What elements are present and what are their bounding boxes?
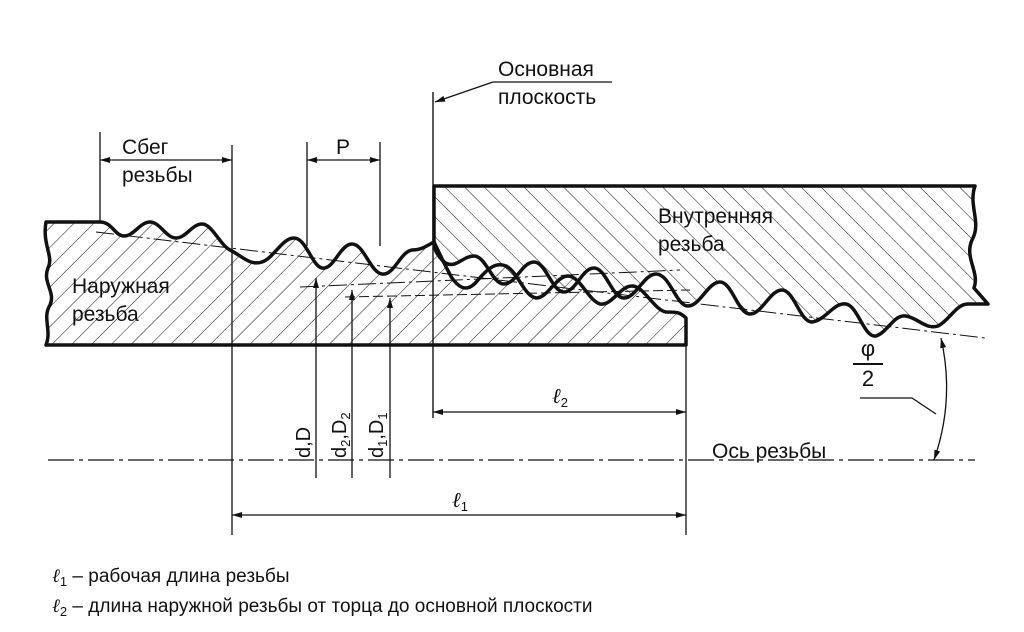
main-plane-leader-arrow: [434, 81, 494, 103]
runout-dimension: [99, 132, 233, 535]
l1-label: ℓ1: [452, 488, 468, 514]
main-plane-label-1: Основная: [498, 58, 594, 81]
runout-label-2: резьбы: [122, 164, 193, 187]
l2-dimension: [433, 345, 687, 535]
pitch-diameter-label: d2,D2: [329, 412, 353, 458]
internal-thread-label-1: Внутренняя: [658, 205, 774, 228]
l2-label: ℓ2: [552, 384, 568, 410]
main-plane-label-2: плоскость: [498, 86, 597, 109]
angle-label: φ 2: [853, 337, 883, 391]
external-thread-label-1: Наружная: [72, 275, 170, 298]
major-diameter-label: d,D: [293, 426, 315, 458]
legend-item-l2: ℓ2 – длина наружной резьбы от торца до о…: [52, 595, 593, 619]
runout-label-1: Сбег: [122, 136, 169, 159]
internal-thread-part: [432, 184, 990, 338]
angle-leader: [860, 397, 937, 415]
fraction-bar: [853, 363, 883, 365]
pitch-label: P: [336, 136, 351, 159]
angle-arc: [933, 337, 948, 461]
internal-thread-label-2: резьба: [658, 233, 725, 256]
thread-axis-label: Ось резьбы: [712, 440, 827, 463]
minor-diameter-label: d1,D1: [366, 412, 390, 458]
angle-numerator: φ: [860, 336, 876, 361]
pitch-dimension: [306, 142, 381, 246]
diameter-arrows: [313, 278, 393, 478]
thread-cone-lines: [95, 231, 986, 339]
legend-item-l1: ℓ1 – рабочая длина резьбы: [52, 565, 290, 589]
angle-denominator: 2: [861, 366, 875, 391]
external-thread-label-2: резьба: [72, 303, 139, 326]
